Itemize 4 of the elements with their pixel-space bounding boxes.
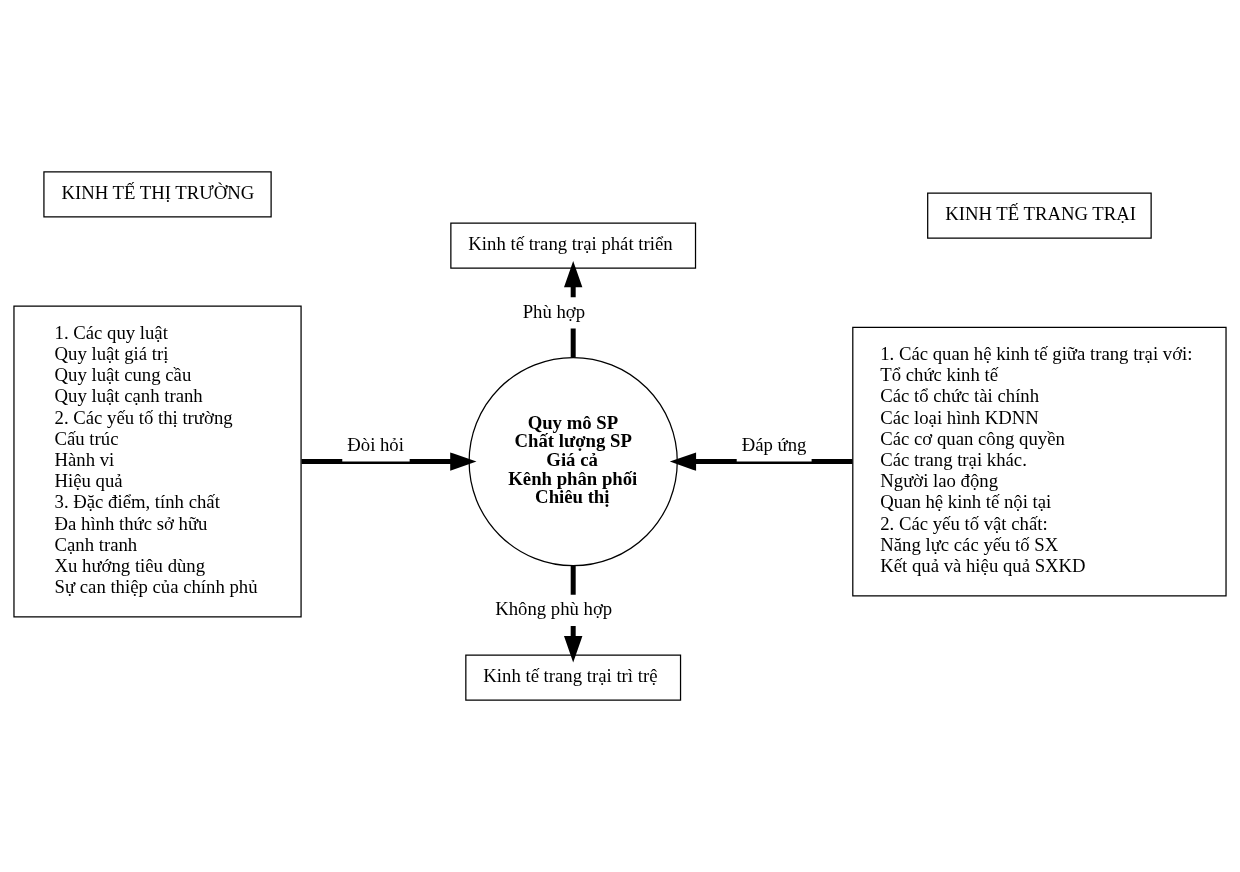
edge-label: Không phù hợp bbox=[495, 598, 613, 620]
edge-label: Đáp ứng bbox=[741, 433, 807, 455]
edge-label: Phù hợp bbox=[522, 300, 586, 322]
edge-label: Đòi hỏi bbox=[347, 433, 404, 455]
